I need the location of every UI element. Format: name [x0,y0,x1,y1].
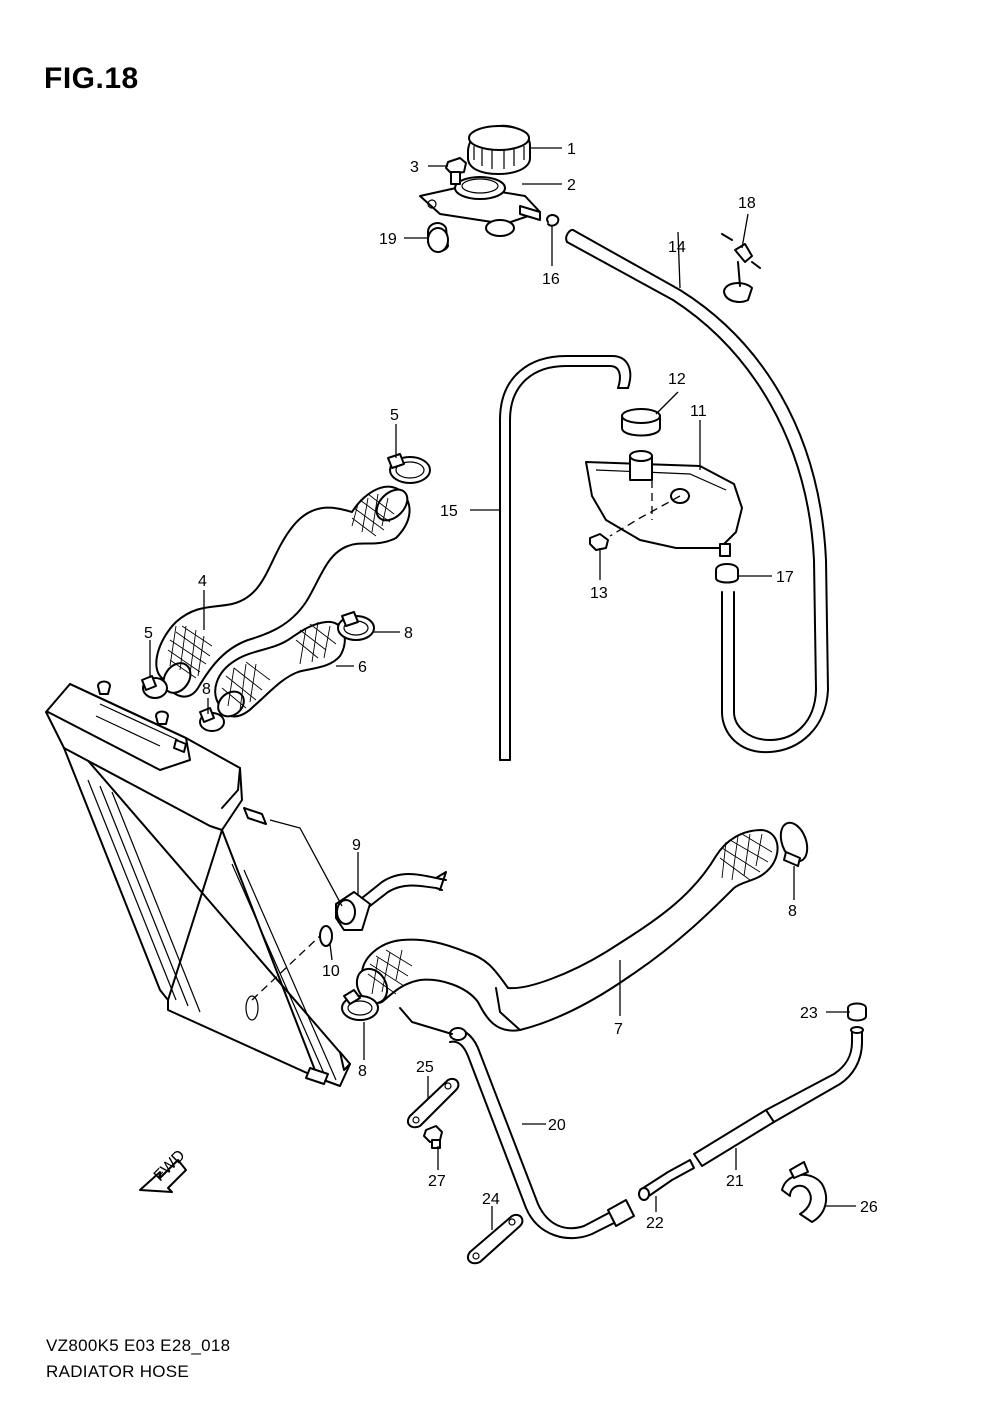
callout-18: 18 [738,195,756,212]
bolt-27-part [423,1125,443,1149]
fan-switch-guide-line [251,933,323,1001]
clamp-26-part [781,1161,828,1223]
callout-8-right: 8 [788,903,797,920]
callout-6: 6 [358,659,367,676]
callout-10: 10 [322,963,340,980]
callout-19: 19 [379,231,397,248]
callout-23: 23 [800,1005,818,1022]
filler-neck-part [419,176,541,237]
clip-16-part [546,214,560,227]
callout-16: 16 [542,271,560,288]
hose-4-part [155,485,411,698]
reservoir-tank-part [585,450,743,557]
model-code: VZ800K5 E03 E28_018 [46,1336,231,1355]
callout-26: 26 [860,1199,878,1216]
pipe-21-part [693,1026,864,1167]
hose-clamp-8-upper [337,611,375,641]
bracket-25-part [406,1078,460,1129]
clamp-18-part [721,233,761,303]
bracket-24-part [466,1214,524,1265]
hose-clamp-8-left [199,707,225,732]
gasket-part [319,925,333,947]
callout-27: 27 [428,1173,446,1190]
callout-2: 2 [567,177,576,194]
bolt-13-part [589,533,609,551]
hose-clamp-8-right [779,821,809,867]
bolt-3-part [445,157,467,185]
callout-12: 12 [668,371,686,388]
callout-22: 22 [646,1215,664,1232]
fan-switch-part [335,871,447,931]
callout-17: 17 [776,569,794,586]
callout-4: 4 [198,573,207,590]
clamp-17-part [715,563,739,584]
radiator-cap-part [467,124,531,175]
callout-11: 11 [690,403,707,420]
hose-clamp-5-lower [141,675,168,699]
callout-20: 20 [548,1117,566,1134]
callout-9: 9 [352,837,361,854]
radiator-part [45,680,351,1087]
callout-8-bottom: 8 [358,1063,367,1080]
callout-1: 1 [567,141,576,158]
reservoir-cap-part [621,408,661,437]
forward-direction-arrow: FWD [139,1147,189,1193]
clamp-23-part [847,1002,867,1022]
union-22-part [638,1159,695,1201]
hose-15-part [499,355,632,761]
hose-7-part [355,829,779,1032]
callout-labels: 1 2 3 19 16 18 14 12 11 15 13 17 5 4 5 8… [144,141,878,1232]
leader-lines [149,147,856,1230]
hose-20-part [399,1007,635,1240]
hose-clamp-5-upper [387,453,431,484]
callout-3: 3 [410,159,419,176]
figure-title: FIG.18 [44,62,139,95]
callout-15: 15 [440,503,458,520]
callout-24: 24 [482,1191,500,1208]
callout-25: 25 [416,1059,434,1076]
callout-21: 21 [726,1173,744,1190]
clamp-19-part [427,222,449,253]
section-name: RADIATOR HOSE [46,1362,190,1381]
callout-8-upper: 8 [404,625,413,642]
callout-13: 13 [590,585,608,602]
callout-8-left: 8 [202,681,211,698]
hose-clamp-8-bottom [341,989,379,1021]
callout-5-lower: 5 [144,625,153,642]
hose-14-part [565,228,829,754]
callout-14: 14 [668,239,686,256]
callout-7: 7 [614,1021,623,1038]
callout-5-upper: 5 [390,407,399,424]
